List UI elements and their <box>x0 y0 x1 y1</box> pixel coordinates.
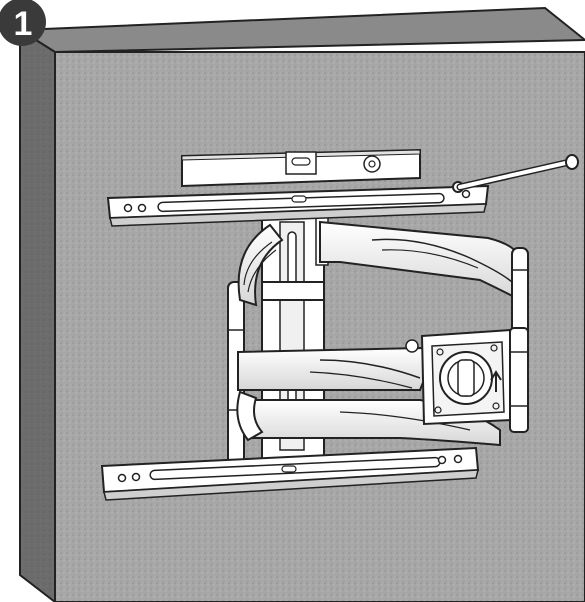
lower-wall-rail <box>100 446 480 501</box>
step-number: 1 <box>13 5 33 43</box>
up-arrow-icon <box>490 370 502 392</box>
screwdriver <box>456 154 579 191</box>
wall-side-face <box>19 28 56 602</box>
spirit-level <box>181 148 421 188</box>
tv-bracket-head <box>405 327 529 433</box>
upper-wall-rail <box>106 181 490 227</box>
step-badge-circle <box>0 0 46 46</box>
step-badge: 1 <box>0 0 50 50</box>
wall-top-face <box>16 6 585 54</box>
